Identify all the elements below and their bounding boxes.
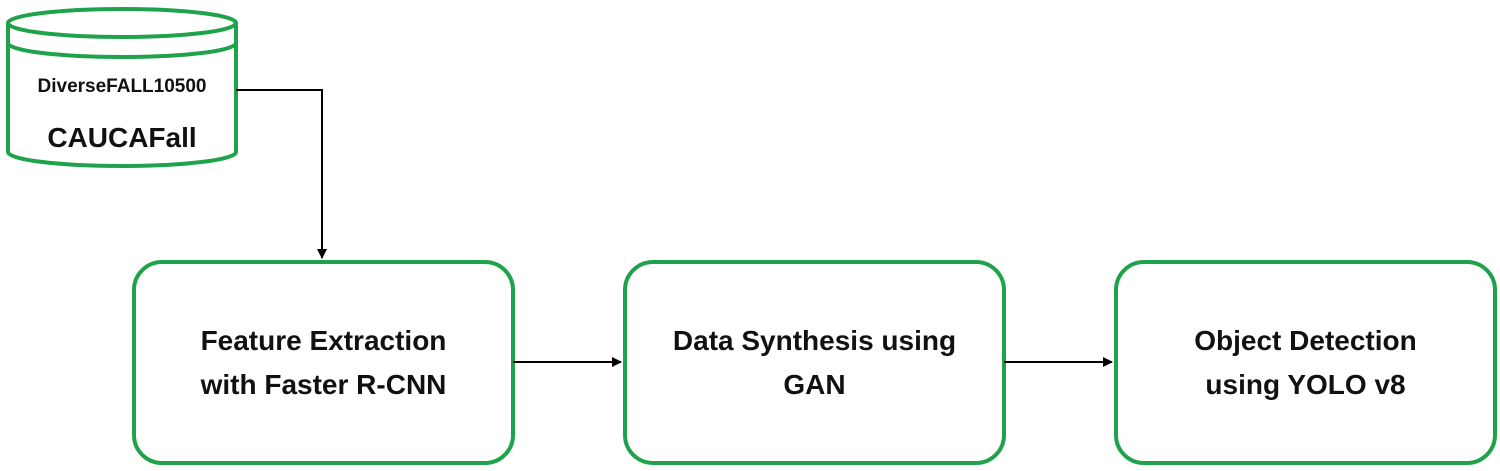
- data-synthesis-line2: GAN: [783, 368, 846, 400]
- dataset-label-diversefall: DiverseFALL10500: [37, 76, 207, 97]
- database-cylinder-icon: [6, 7, 238, 168]
- feature-extraction-text: Feature Extraction with Faster R-CNN: [134, 262, 513, 463]
- data-synthesis-text: Data Synthesis using GAN: [625, 262, 1004, 463]
- object-detection-text: Object Detection using YOLO v8: [1116, 262, 1495, 463]
- feature-extraction-line2: with Faster R-CNN: [200, 368, 447, 400]
- object-detection-line1: Object Detection: [1194, 324, 1417, 356]
- connector-database-to-feature-extraction: [236, 89, 327, 259]
- data-synthesis-line1: Data Synthesis using: [672, 324, 957, 356]
- feature-extraction-line1: Feature Extraction: [200, 324, 447, 356]
- object-detection-line2: using YOLO v8: [1205, 368, 1406, 400]
- object-detection-box: [1114, 260, 1497, 465]
- dataset-label-caucafall: CAUCAFall: [47, 122, 197, 153]
